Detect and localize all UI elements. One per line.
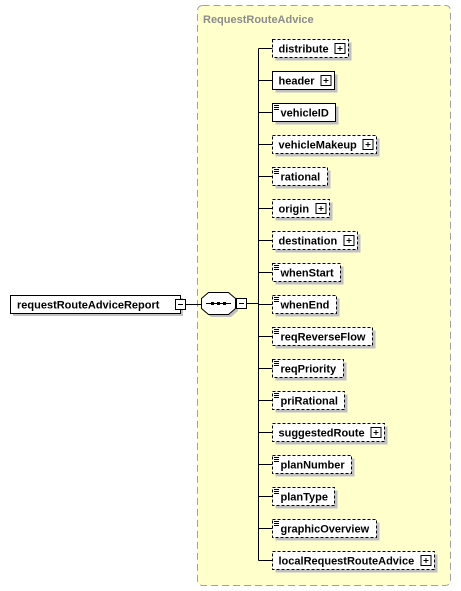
child-element-label: rational: [281, 172, 321, 184]
child-element-label: whenEnd: [280, 300, 330, 312]
expand-icon[interactable]: [320, 75, 332, 86]
child-element-whenEnd[interactable]: whenEnd: [258, 295, 340, 317]
child-element-label: graphicOverview: [281, 524, 370, 536]
simple-type-icon: [274, 105, 279, 110]
child-element-label: planType: [281, 492, 328, 504]
simple-type-icon: [274, 265, 279, 270]
child-element-suggestedRoute[interactable]: suggestedRoute: [258, 423, 388, 445]
child-element-label: distribute: [279, 44, 329, 56]
child-element-planType[interactable]: planType: [258, 487, 338, 509]
root-element-label: requestRouteAdviceReport: [17, 300, 160, 312]
child-element-label: whenStart: [280, 268, 335, 280]
child-element-label: origin: [279, 204, 310, 216]
simple-type-icon: [274, 393, 279, 398]
child-element-box[interactable]: [272, 519, 377, 538]
child-element-reqReverseFlow[interactable]: reqReverseFlow: [258, 327, 376, 349]
child-element-label: destination: [279, 236, 338, 248]
child-element-label: localRequestRouteAdvice: [279, 556, 415, 568]
expand-icon[interactable]: [334, 43, 346, 54]
child-element-vehicleMakeup[interactable]: vehicleMakeup: [258, 135, 380, 157]
child-element-box[interactable]: [272, 71, 335, 90]
root-collapse-icon[interactable]: [175, 299, 186, 310]
child-element-graphicOverview[interactable]: graphicOverview: [258, 519, 380, 541]
simple-type-icon: [274, 489, 279, 494]
child-element-box[interactable]: [272, 263, 341, 282]
expand-icon[interactable]: [362, 139, 374, 150]
child-element-box[interactable]: [272, 295, 337, 314]
complex-type-title: RequestRouteAdvice: [203, 14, 314, 26]
simple-type-icon: [274, 169, 279, 174]
child-element-origin[interactable]: origin: [258, 199, 333, 221]
child-element-priRational[interactable]: priRational: [258, 391, 348, 413]
child-element-localRequestRouteAdvice[interactable]: localRequestRouteAdvice: [258, 551, 438, 573]
child-element-label: reqReverseFlow: [281, 332, 366, 344]
child-element-destination[interactable]: destination: [258, 231, 361, 253]
sequence-icon: [206, 302, 231, 305]
child-element-planNumber[interactable]: planNumber: [258, 455, 355, 477]
child-element-box[interactable]: [272, 487, 335, 506]
child-element-label: suggestedRoute: [279, 428, 365, 440]
child-element-rational[interactable]: rational: [258, 167, 331, 189]
simple-type-icon: [274, 329, 279, 334]
child-element-label: planNumber: [281, 460, 346, 472]
child-element-box[interactable]: [272, 391, 345, 410]
child-element-header[interactable]: header: [258, 71, 338, 93]
child-element-label: vehicleMakeup: [279, 140, 358, 152]
child-element-box[interactable]: [272, 103, 336, 122]
child-element-box[interactable]: [272, 327, 373, 346]
child-elements: distribute header vehicleID vehicleMakeup ra…: [258, 39, 438, 573]
child-element-box[interactable]: [272, 423, 385, 442]
child-element-box[interactable]: [272, 359, 344, 378]
child-element-reqPriority[interactable]: reqPriority: [258, 359, 347, 381]
child-element-vehicleID[interactable]: vehicleID: [258, 103, 339, 125]
child-element-box[interactable]: [272, 231, 358, 250]
child-element-label: header: [279, 76, 316, 88]
expand-icon[interactable]: [315, 203, 327, 214]
simple-type-icon: [274, 297, 279, 302]
child-element-label: reqPriority: [281, 364, 338, 376]
simple-type-icon: [274, 361, 279, 366]
sequence-collapse-icon[interactable]: [236, 298, 247, 309]
child-element-box[interactable]: [272, 135, 377, 154]
expand-icon[interactable]: [370, 427, 382, 438]
child-element-distribute[interactable]: distribute: [258, 39, 352, 61]
simple-type-icon: [274, 457, 279, 462]
child-element-box[interactable]: [272, 39, 349, 58]
child-element-box[interactable]: [272, 167, 328, 186]
expand-icon[interactable]: [343, 235, 355, 246]
child-element-label: priRational: [281, 396, 338, 408]
child-element-box[interactable]: [272, 455, 352, 474]
child-element-whenStart[interactable]: whenStart: [258, 263, 344, 285]
expand-icon[interactable]: [420, 555, 432, 566]
child-element-box[interactable]: [272, 199, 330, 218]
simple-type-icon: [274, 521, 279, 526]
child-element-label: vehicleID: [281, 108, 329, 120]
child-element-box[interactable]: [272, 551, 435, 570]
